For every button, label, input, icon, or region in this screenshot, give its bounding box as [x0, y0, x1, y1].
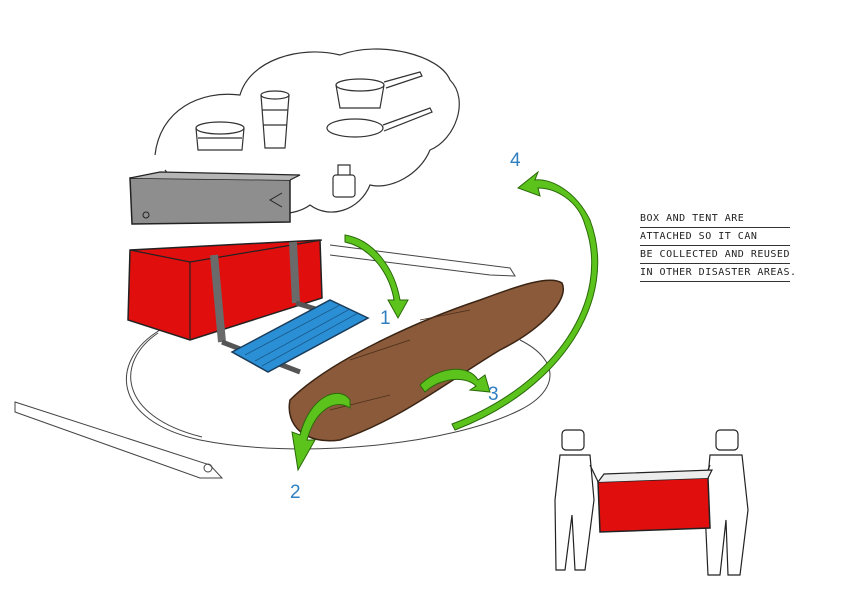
blue-sleeping-mat: [230, 299, 370, 373]
frying-pan-icon: [326, 107, 433, 138]
stove-icon: [332, 164, 356, 198]
step-label-4: 4: [510, 150, 521, 171]
strap-right: [329, 244, 516, 277]
storage-lid: [129, 171, 301, 225]
person-left-icon: [554, 429, 603, 571]
carried-box-icon: [597, 469, 713, 533]
note-line: in other disaster areas.: [640, 264, 796, 282]
arrow-step-4: [451, 170, 599, 431]
arrow-step-3: [419, 368, 491, 393]
arrow-step-2: [291, 392, 351, 472]
step-label-3: 3: [488, 384, 499, 405]
bowls-icon: [195, 121, 245, 151]
handwritten-note: Box and tent are attached so it can be c…: [640, 210, 796, 282]
note-line: Box and tent are: [640, 210, 790, 228]
cookware-bubble: [154, 48, 460, 214]
note-line: be collected and reused: [640, 246, 790, 264]
folded-tent: [288, 279, 565, 442]
note-line: attached so it can: [640, 228, 790, 246]
ground-strap: [14, 401, 224, 479]
saucepan-icon: [335, 71, 423, 109]
step-label-1: 1: [380, 308, 391, 329]
arrow-step-1: [344, 234, 409, 320]
red-storage-box: [127, 239, 323, 343]
ground-outline: [126, 329, 551, 450]
step-label-2: 2: [290, 482, 301, 503]
cups-icon: [260, 90, 290, 149]
people-carrying-box: [554, 429, 749, 576]
